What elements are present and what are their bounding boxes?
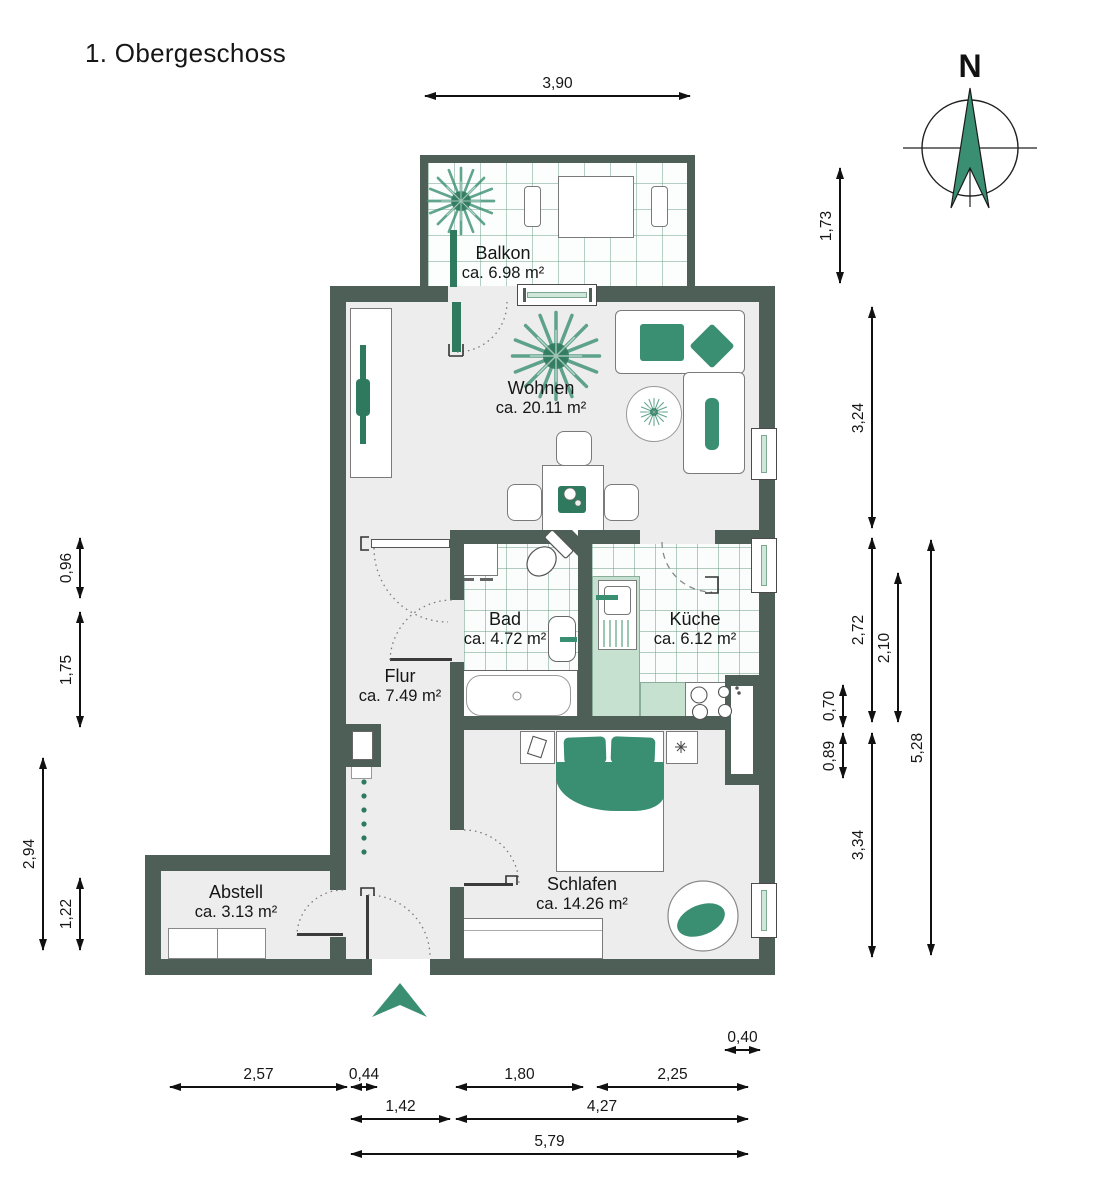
window-balcony-glass bbox=[527, 292, 587, 298]
wall-bad-top bbox=[450, 530, 552, 544]
dim-left-294: 2,94 bbox=[21, 758, 44, 950]
dim-left-175: 1,75 bbox=[58, 612, 81, 727]
bath-cabinet-mark2 bbox=[480, 578, 493, 581]
dim-left-096: 0,96 bbox=[58, 538, 81, 598]
bathtub-inner bbox=[466, 675, 571, 716]
dim-bottom-225: 2,25 bbox=[597, 1066, 748, 1088]
wall-kueche-top-right bbox=[715, 530, 759, 544]
dim-bottom-257: 2,57 bbox=[170, 1066, 347, 1088]
table-tray bbox=[558, 486, 586, 513]
dim-bottom-044: 0,44 bbox=[349, 1066, 379, 1088]
wardrobe-line bbox=[459, 930, 602, 931]
wall-flur-schlafen-lower bbox=[450, 887, 464, 959]
abstell-door-leaf bbox=[297, 933, 343, 936]
window-schlafen-glass bbox=[761, 890, 767, 931]
kitchen-sink-bowl bbox=[604, 586, 631, 615]
sofa-blanket bbox=[705, 398, 719, 450]
room-label-abstell: Abstell ca. 3.13 m² bbox=[194, 882, 278, 921]
balcony-chair-left bbox=[524, 186, 541, 227]
dim-bottom-427: 4,27 bbox=[456, 1098, 748, 1120]
schlafen-door-leaf bbox=[464, 883, 513, 886]
wall-bottom-right bbox=[430, 959, 775, 975]
tv-center bbox=[356, 379, 370, 416]
wall-bad-left-lower bbox=[450, 662, 464, 730]
window-wohnen-glass bbox=[761, 435, 767, 473]
pillow-right bbox=[610, 736, 656, 765]
sink-draining-board bbox=[603, 620, 632, 647]
flur-door-leaf bbox=[371, 539, 450, 548]
page-title: 1. Obergeschoss bbox=[85, 38, 287, 68]
wall-bad-kueche-divider bbox=[578, 544, 592, 730]
room-label-wohnen: Wohnen ca. 20.11 m² bbox=[495, 378, 587, 417]
dining-chair-top bbox=[556, 431, 592, 466]
room-label-flur: Flur ca. 7.49 m² bbox=[358, 666, 442, 705]
dim-right-272: 2,72 bbox=[850, 538, 873, 722]
dim-bottom-579: 5,79 bbox=[351, 1133, 748, 1155]
window-kueche-glass bbox=[761, 545, 767, 586]
dim-right-173: 1,73 bbox=[818, 168, 841, 283]
room-label-balkon: Balkon ca. 6.98 m² bbox=[461, 243, 545, 282]
wall-balcony-top bbox=[420, 155, 695, 163]
basin-tap-icon bbox=[560, 637, 577, 642]
dim-right-528: 5,28 bbox=[909, 540, 932, 955]
bath-cabinet bbox=[458, 540, 498, 576]
wardrobe bbox=[458, 918, 603, 959]
wall-balcony-right bbox=[687, 155, 695, 288]
dim-right-089: 0,89 bbox=[821, 733, 844, 778]
kitchen-tap-icon bbox=[596, 595, 618, 600]
wall-abstell-left bbox=[145, 855, 161, 975]
abstell-door-threshold bbox=[330, 890, 346, 937]
balcony-table bbox=[558, 176, 634, 238]
abstell-shelf-divider bbox=[217, 929, 218, 958]
window-balcony-cap-left bbox=[523, 288, 526, 302]
wall-left bbox=[330, 286, 346, 871]
balcony-door-leaf bbox=[452, 302, 461, 352]
flur-small-box bbox=[351, 765, 372, 779]
dim-right-324: 3,24 bbox=[850, 307, 873, 528]
compass-north-label: N bbox=[958, 48, 981, 84]
nightstand-right bbox=[666, 731, 698, 764]
balcony-chair-right bbox=[651, 186, 668, 227]
room-label-kueche: Küche ca. 6.12 m² bbox=[653, 609, 737, 648]
balcony-door-leaf-outer bbox=[450, 230, 457, 287]
wall-bottom-left bbox=[145, 959, 372, 975]
balcony-door-threshold bbox=[448, 286, 521, 302]
room-label-schlafen: Schlafen ca. 14.26 m² bbox=[536, 874, 628, 913]
dim-bottom-180: 1,80 bbox=[456, 1066, 583, 1088]
dim-left-122: 1,22 bbox=[58, 878, 81, 950]
nightstand-left bbox=[520, 731, 555, 764]
wall-bad-left-upper bbox=[450, 530, 464, 600]
entry-door-leaf bbox=[366, 895, 369, 959]
wall-abstell-right-lower bbox=[330, 937, 346, 959]
flur-niche-box bbox=[352, 731, 373, 760]
room-label-bad: Bad ca. 4.72 m² bbox=[463, 609, 547, 648]
wall-schlafen-top bbox=[450, 716, 759, 730]
dim-right-210: 2,10 bbox=[876, 573, 899, 722]
bath-cabinet-mark bbox=[461, 578, 474, 581]
compass-icon: N bbox=[903, 48, 1037, 209]
wall-abstell-top bbox=[145, 855, 346, 871]
dim-right-334: 3,34 bbox=[850, 733, 873, 957]
dining-chair-right bbox=[604, 484, 639, 521]
window-balcony-cap-right bbox=[589, 288, 592, 302]
wall-top-left bbox=[330, 286, 448, 302]
entrance-arrow-icon bbox=[372, 983, 427, 1017]
rug-circle bbox=[626, 386, 682, 442]
wall-kueche-top-left bbox=[578, 530, 640, 544]
shaft-niche bbox=[731, 686, 753, 774]
dining-chair-left bbox=[507, 484, 542, 521]
wall-abstell-right-upper bbox=[330, 871, 346, 890]
bad-door-leaf bbox=[390, 658, 452, 661]
dim-bottom-040: 0,40 bbox=[725, 1029, 760, 1051]
wall-flur-schlafen-upper bbox=[450, 730, 464, 830]
wall-balcony-left bbox=[420, 155, 428, 288]
sofa-throw bbox=[640, 324, 684, 361]
wall-right bbox=[759, 286, 775, 975]
pillow-left bbox=[563, 736, 607, 765]
dim-top-390: 3,90 bbox=[425, 75, 690, 97]
dim-bottom-142: 1,42 bbox=[351, 1098, 450, 1120]
dim-right-070: 0,70 bbox=[821, 685, 844, 727]
